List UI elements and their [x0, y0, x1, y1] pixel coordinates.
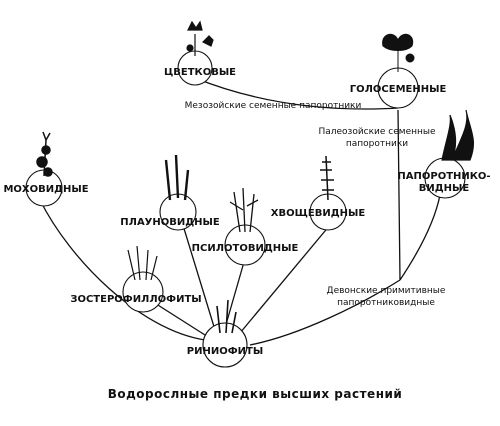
label-paporotnikovidnye-line1: ПАПОРОТНИКО-: [397, 171, 490, 182]
label-cvetkovye: ЦВЕТКОВЫЕ: [164, 67, 236, 78]
label-psilotovidnye: ПСИЛОТОВИДНЫЕ: [192, 243, 299, 254]
circle-riniofity: [202, 322, 248, 368]
line-devonian-golosemennye: [397, 109, 401, 281]
line-riniofity-zosterofillofity: [149, 299, 206, 336]
line-riniofity-hvoshchevidnye: [239, 224, 331, 334]
line-riniofity-devonian: [249, 279, 401, 346]
line-golosemennye-cvetkovye: [194, 77, 399, 110]
clubmoss-icon: [164, 154, 190, 201]
circle-zosterofillofity: [122, 271, 164, 313]
label-plaunovidnye: ПЛАУНОВИДНЫЕ: [120, 217, 220, 228]
label-paporotnikovidnye-line2: ВИДНЫЕ: [419, 183, 470, 194]
fern-frond-icon: [441, 109, 474, 161]
label-paleozoic-seed-ferns-line1: Палеозойские семенные: [318, 127, 436, 137]
zosterophyll-icon: [127, 245, 158, 281]
node-circles: [25, 50, 466, 368]
moss-icon: [36, 131, 53, 177]
label-paleozoic-seed-ferns-line2: папоротники: [346, 139, 408, 149]
evolution-lines: [39, 77, 441, 346]
label-devonian-ferns-line1: Девонские примитивные: [327, 286, 446, 296]
label-riniofity: РИНИОФИТЫ: [187, 346, 263, 357]
footer-caption: Водорослные предки высших растений: [108, 387, 403, 401]
label-zosterofillofity: ЗОСТЕРОФИЛЛОФИТЫ: [70, 294, 201, 305]
line-riniofity-mohovidnye: [39, 199, 206, 341]
line-riniofity-plaunovidnye: [181, 221, 216, 331]
rhynia-icon: [216, 299, 237, 334]
flower-plant-icon: [186, 20, 214, 56]
psilotum-icon: [229, 187, 259, 233]
label-mohovidnye: МОХОВИДНЫЕ: [3, 184, 88, 195]
label-devonian-ferns-line2: папоротниковидные: [337, 298, 435, 308]
label-golosemennye: ГОЛОСЕМЕННЫЕ: [350, 84, 447, 95]
horsetail-icon: [320, 155, 334, 201]
line-devonian-paporotnikovidnye: [399, 194, 441, 281]
label-hvoshchevidnye: ХВОЩЕВИДНЫЕ: [271, 208, 366, 219]
label-mezozoic-seed-ferns: Мезозойские семенные папоротники: [185, 101, 362, 111]
ginkgo-leaf-icon: [382, 33, 415, 72]
line-riniofity-psilotovidnye: [224, 261, 245, 329]
